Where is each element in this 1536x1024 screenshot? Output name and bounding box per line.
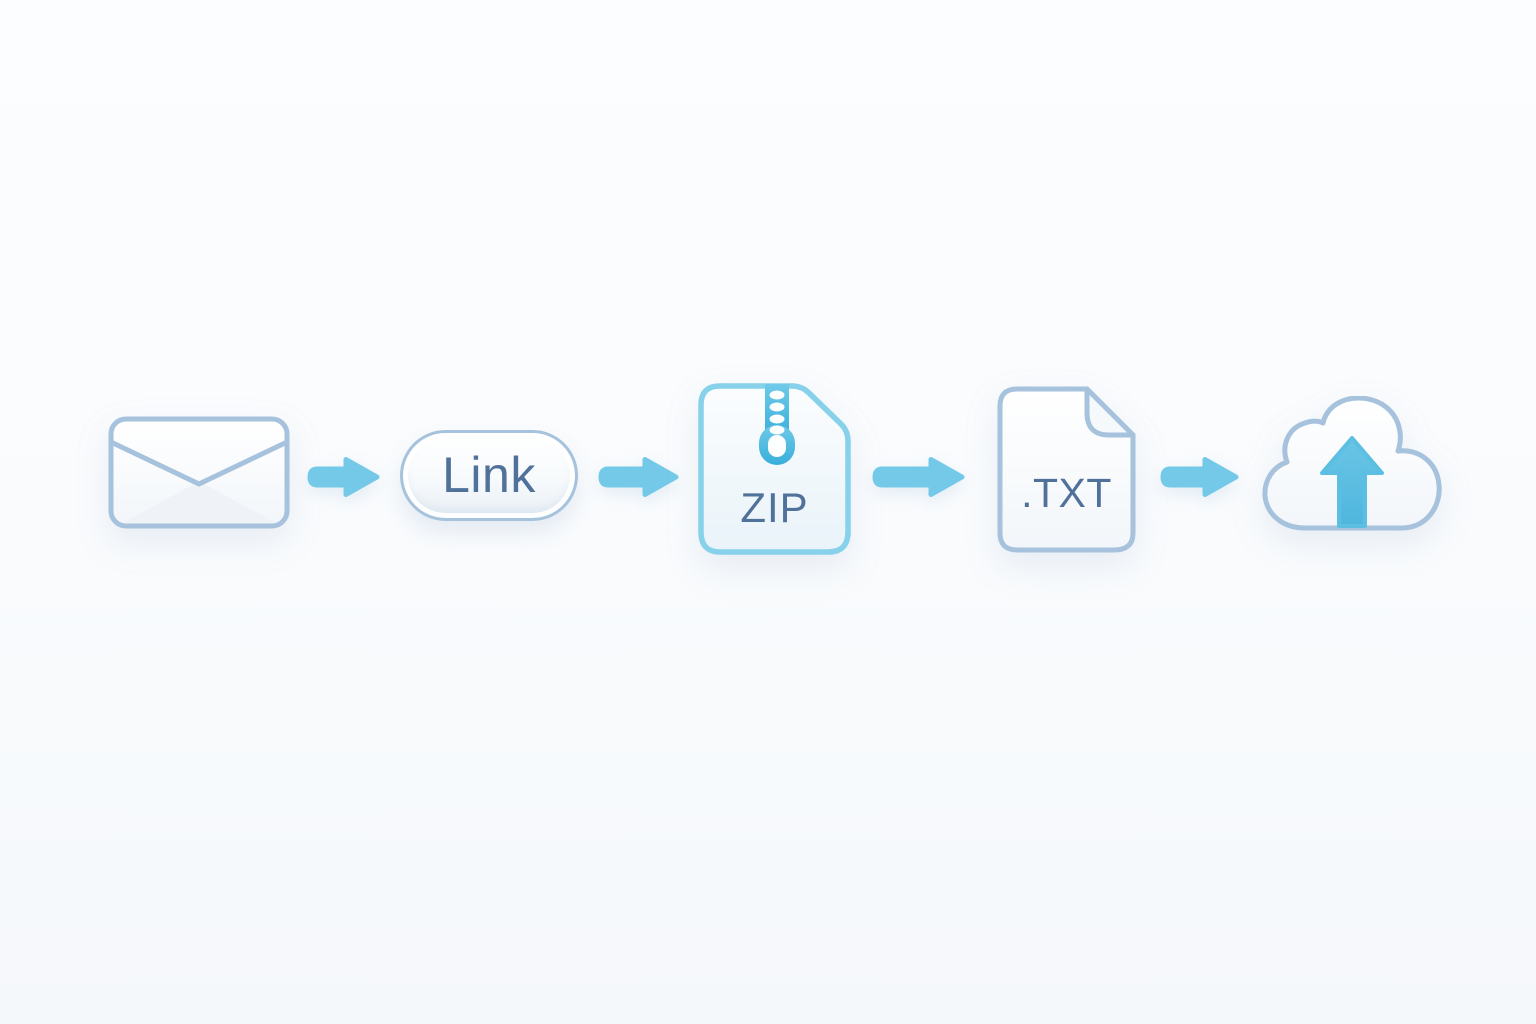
- flow-arrow-icon: [307, 457, 380, 497]
- zip-file-icon: ZIP: [698, 383, 851, 555]
- dog-ear-fold: [1084, 386, 1136, 438]
- flow-arrow-icon: [598, 457, 679, 497]
- flow-arrow-icon: [1160, 457, 1239, 497]
- email-envelope-icon: [108, 416, 290, 529]
- zip-file-label: ZIP: [740, 484, 809, 531]
- txt-file-icon: .TXT: [997, 386, 1136, 553]
- link-pill-label: Link: [442, 446, 536, 503]
- envelope-back-flap: [123, 481, 275, 523]
- upload-arrow-icon: [1320, 436, 1384, 528]
- envelope-top-flap: [110, 440, 288, 487]
- link-pill: Link: [400, 430, 578, 521]
- cloud-upload-icon: [1257, 395, 1447, 534]
- txt-file-label: .TXT: [1021, 470, 1112, 516]
- zipper-icon: [759, 384, 795, 465]
- flow-arrow-icon: [872, 457, 965, 497]
